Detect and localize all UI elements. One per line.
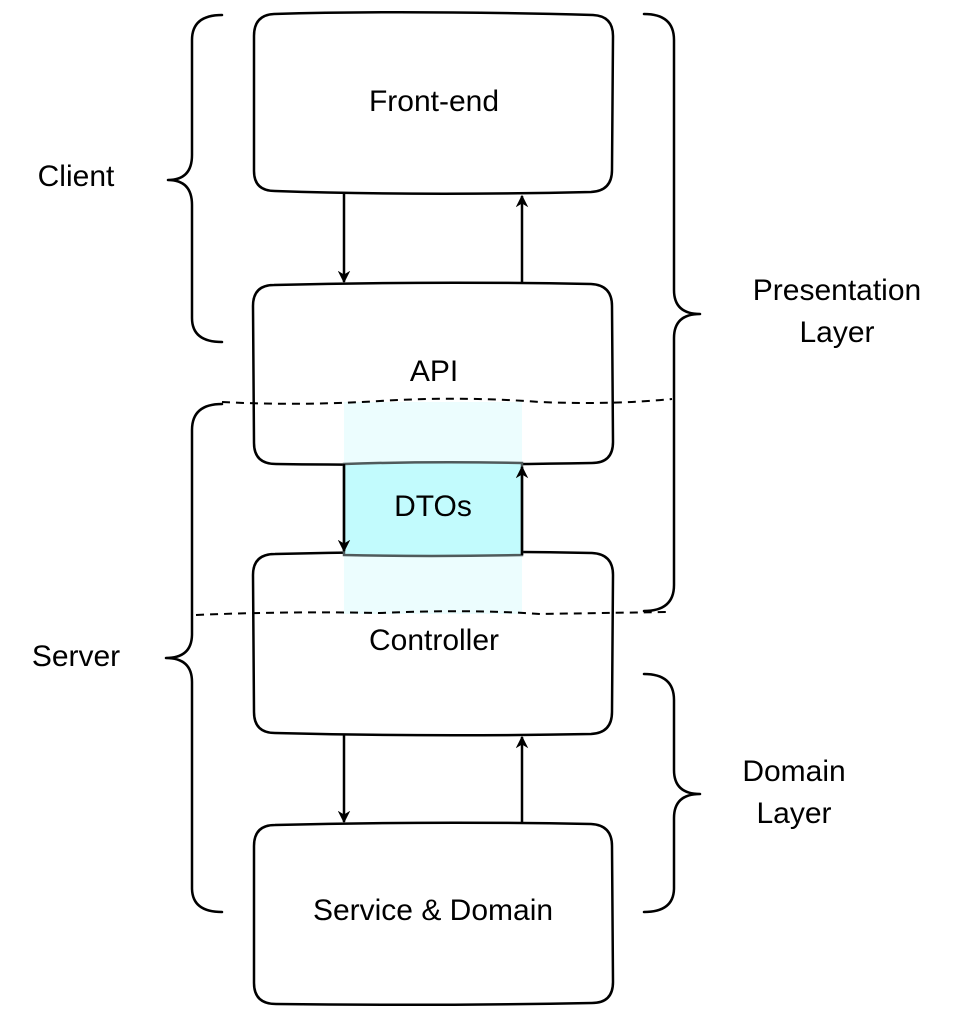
controller-label: Controller: [369, 624, 499, 657]
presentation-layer-label-line2: Layer: [799, 316, 874, 349]
domain-layer-label-line2: Layer: [756, 797, 831, 830]
presentation-layer-label-line1: Presentation: [753, 274, 921, 307]
client-brace: [166, 13, 224, 344]
service-domain-label: Service & Domain: [313, 894, 553, 927]
dtos-box: DTOs: [342, 460, 524, 558]
server-brace: [164, 402, 224, 914]
dashed-boundary-bottom: [195, 610, 671, 616]
api-label: API: [410, 355, 458, 388]
domain-layer-brace: [642, 672, 702, 914]
client-label: Client: [38, 160, 115, 193]
frontend-label: Front-end: [369, 85, 499, 118]
api-box: API: [251, 281, 615, 467]
frontend-box: Front-end: [252, 10, 615, 196]
server-label: Server: [32, 640, 120, 673]
domain-layer-label-line1: Domain: [742, 755, 845, 788]
service-domain-box: Service & Domain: [252, 821, 615, 1007]
dashed-boundary-top: [221, 397, 673, 405]
controller-box: Controller: [251, 550, 615, 737]
presentation-layer-brace: [642, 12, 702, 613]
dtos-label: DTOs: [394, 490, 472, 523]
